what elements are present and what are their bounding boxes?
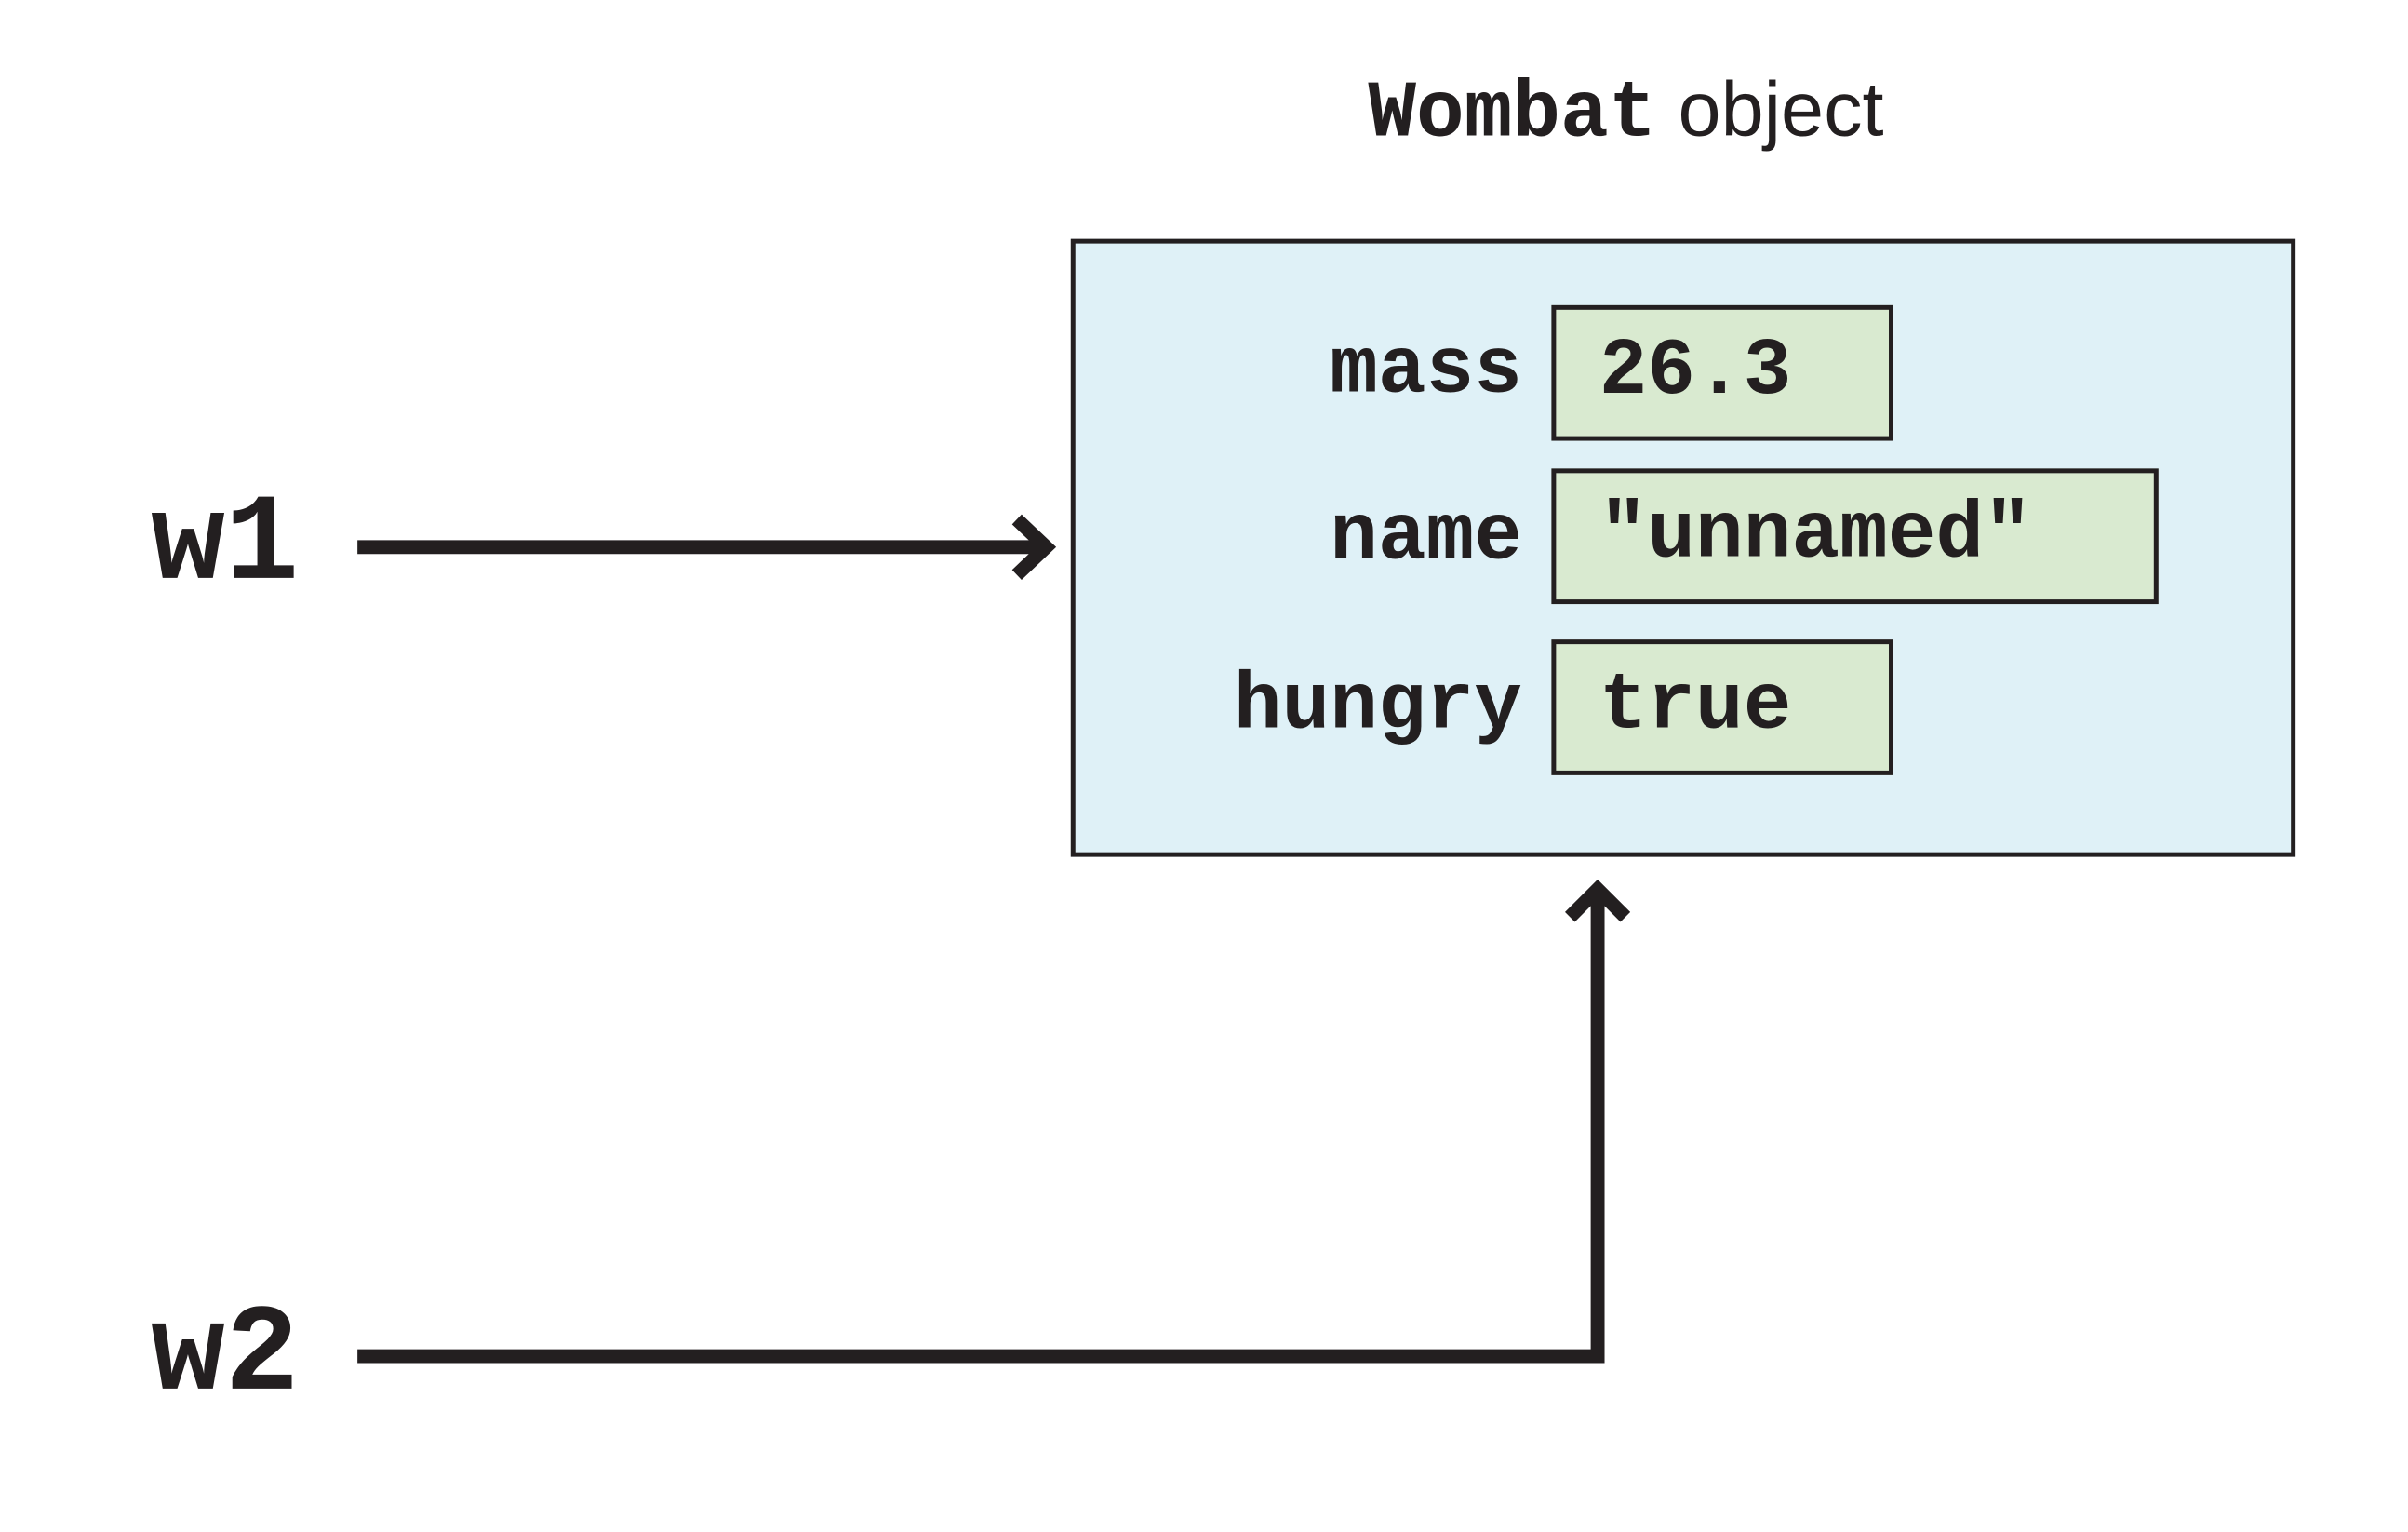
field-label-mass: mass xyxy=(1330,325,1522,417)
w1-arrowhead-icon xyxy=(1011,514,1057,581)
object-word: object xyxy=(1678,66,1884,153)
field-label-name: name xyxy=(1330,491,1522,583)
field-value-name: "unnamed" xyxy=(1551,468,2159,605)
class-name: Wombat xyxy=(1368,69,1657,161)
field-label-hungry: hungry xyxy=(1233,661,1522,753)
field-value-hungry: true xyxy=(1551,639,1893,775)
variable-w1: w1 xyxy=(151,476,300,617)
w2-arrowhead-icon xyxy=(1564,879,1631,922)
w2-arrow-line xyxy=(357,894,1605,1364)
field-value-mass: 26.3 xyxy=(1551,304,1893,441)
variable-w2: w2 xyxy=(151,1286,300,1428)
